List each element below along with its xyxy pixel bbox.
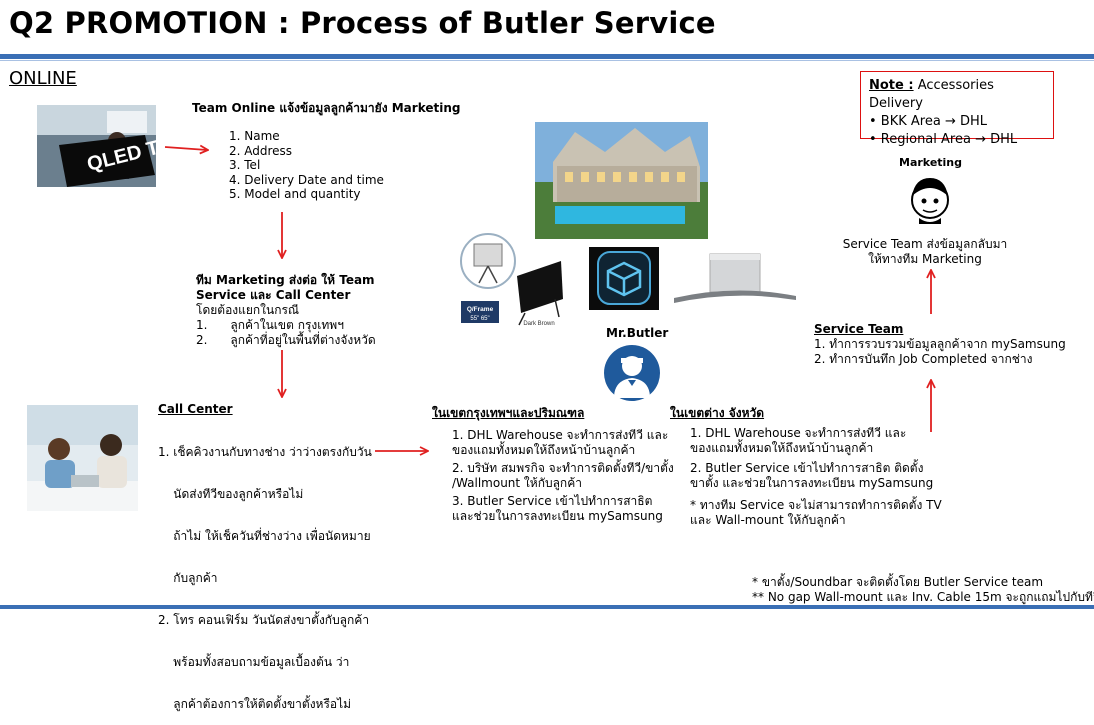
soundbar-photo xyxy=(672,250,798,304)
text-line: กับลูกค้า xyxy=(158,571,218,585)
list-item: 3. Tel xyxy=(229,158,261,172)
note-line: • Regional Area → DHL xyxy=(869,132,1018,147)
list-item: 2. Address xyxy=(229,143,293,158)
step1-title: Team Online แจ้งข้อมูลลูกค้ามายัง Market… xyxy=(192,101,461,115)
butler-icon xyxy=(602,342,662,404)
text-line: นัดส่งทีวีของลูกค้าหรือไม่ xyxy=(158,487,304,501)
text-line: และช่วยในการลงทะเบียน mySamsung xyxy=(452,508,663,523)
list-item: 1. Name xyxy=(229,129,280,143)
butler-label: Mr.Butler xyxy=(606,326,669,340)
step2-title-line2: Service และ Call Center xyxy=(196,288,351,302)
note-heading-prefix: Note : xyxy=(869,78,914,93)
text-line: ขาตั้ง และช่วยในการลงทะเบียน mySamsung xyxy=(690,475,934,490)
text-line: 2. โทร คอนเฟิร์ม วันนัดส่งขาตั้งกับลูกค้… xyxy=(158,613,370,627)
arrow-right xyxy=(164,147,207,150)
step2-title-line1: ทีม Marketing ส่งต่อ ให้ Team xyxy=(196,273,375,287)
text-line: และ Wall-mount ให้กับลูกค้า xyxy=(690,512,846,527)
regional-text: 1. DHL Warehouse จะทำการส่งทีวี และ ของแ… xyxy=(690,426,942,527)
text-line: 2. บริษัท สมพรกิจ จะทำการติดตั้งทีวี/ขาต… xyxy=(452,461,674,475)
qled-tv-photo: QLED TV xyxy=(37,105,156,187)
text-line: ถ้าไม่ ให้เช็ควันที่ช่างว่าง เพื่อนัดหมา… xyxy=(158,529,371,543)
cube-logo-icon xyxy=(589,247,659,310)
text-line: 2. Butler Service เข้าไปทำการสาธิต ติดตั… xyxy=(690,461,924,475)
list-item: 2. ลูกค้าที่อยู่ในพื้นที่ต่างจังหวัด xyxy=(196,333,376,347)
frame-stand-photo: Q/Frame 55" 65" Dark Brown xyxy=(455,231,570,329)
text-line: * ทางทีม Service จะไม่สามารถทำการติดตั้ง… xyxy=(690,498,942,512)
text-line: 1. เช็คคิวงานกับทางช่าง ว่าว่างตรงกับวัน xyxy=(158,445,372,459)
list-item: 1. ลูกค้าในเขต กรุงเทพฯ xyxy=(196,318,344,332)
mansion-photo xyxy=(535,122,708,239)
text-line: ลูกค้าต้องการให้ติดตั้งขาตั้งหรือไม่ xyxy=(158,697,352,711)
note-heading-rest: Accessories Delivery xyxy=(869,78,994,111)
note-line: • BKK Area → DHL xyxy=(869,114,988,129)
service-team-text: 1. ทำการรวบรวมข้อมูลลูกค้าจาก mySamsung … xyxy=(814,337,1066,366)
section-label: ONLINE xyxy=(9,68,77,89)
text-line: 2. ทำการบันทึก Job Completed จากช่าง xyxy=(814,351,1033,366)
frame-model-label: Q/Frame xyxy=(467,306,494,313)
list-item: 5. Model and quantity xyxy=(229,187,361,201)
footnote: ** No gap Wall-mount และ Inv. Cable 15m … xyxy=(752,589,1094,604)
flow-arrows xyxy=(164,0,1094,609)
bottom-divider xyxy=(0,605,1094,609)
bkk-heading: ในเขตกรุงเทพฯและปริมณฑล xyxy=(432,406,585,420)
text-line: ให้ทางทีม Marketing xyxy=(868,251,982,266)
text-line: ของแถมทั้งหมดให้ถึงหน้าบ้านลูกค้า xyxy=(690,440,874,455)
marketing-label: Marketing xyxy=(899,156,963,169)
bkk-text: 1. DHL Warehouse จะทำการส่งทีวี และ ของแ… xyxy=(452,428,674,523)
text-line: 1. DHL Warehouse จะทำการส่งทีวี และ xyxy=(690,426,907,440)
title-divider xyxy=(0,54,1094,59)
dark-brown-label: Dark Brown xyxy=(523,321,554,327)
call-center-photo xyxy=(27,405,138,511)
call-center-heading: Call Center xyxy=(158,402,233,416)
page-title: Q2 PROMOTION : Process of Butler Service xyxy=(9,6,716,40)
text-line: พร้อมทั้งสอบถามข้อมูลเบื้องต้น ว่า xyxy=(158,655,350,669)
step1-list: 1. Name 2. Address 3. Tel 4. Delivery Da… xyxy=(229,129,384,202)
text-line: 1. ทำการรวบรวมข้อมูลลูกค้าจาก mySamsung xyxy=(814,337,1066,351)
text-line: Service Team ส่งข้อมูลกลับมา xyxy=(842,237,1008,251)
footnotes: * ขาตั้ง/Soundbar จะติดตั้งโดย Butler Se… xyxy=(752,575,1094,604)
step2-subtitle: โดยต้องแยกในกรณี xyxy=(196,303,300,317)
text-line: ของแถมทั้งหมดให้ถึงหน้าบ้านลูกค้า xyxy=(452,442,636,457)
footnote: * ขาตั้ง/Soundbar จะติดตั้งโดย Butler Se… xyxy=(752,575,1044,589)
note-box: Note : Accessories Delivery • BKK Area →… xyxy=(860,71,1054,147)
text-line: 1. DHL Warehouse จะทำการส่งทีวี และ xyxy=(452,428,669,442)
text-line: 3. Butler Service เข้าไปทำการสาธิต xyxy=(452,494,653,508)
list-item: 4. Delivery Date and time xyxy=(229,172,384,187)
service-team-heading: Service Team xyxy=(814,322,904,336)
title-divider-thin xyxy=(0,60,1094,61)
marketing-person-icon xyxy=(905,174,955,228)
regional-heading: ในเขตต่าง จังหวัด xyxy=(670,406,765,420)
marketing-text: Service Team ส่งข้อมูลกลับมา ให้ทางทีม M… xyxy=(830,237,1020,266)
text-line: /Wallmount ให้กับลูกค้า xyxy=(452,475,582,490)
note-heading: Note : Accessories Delivery xyxy=(869,77,1045,113)
frame-size-label: 55" 65" xyxy=(470,316,489,322)
